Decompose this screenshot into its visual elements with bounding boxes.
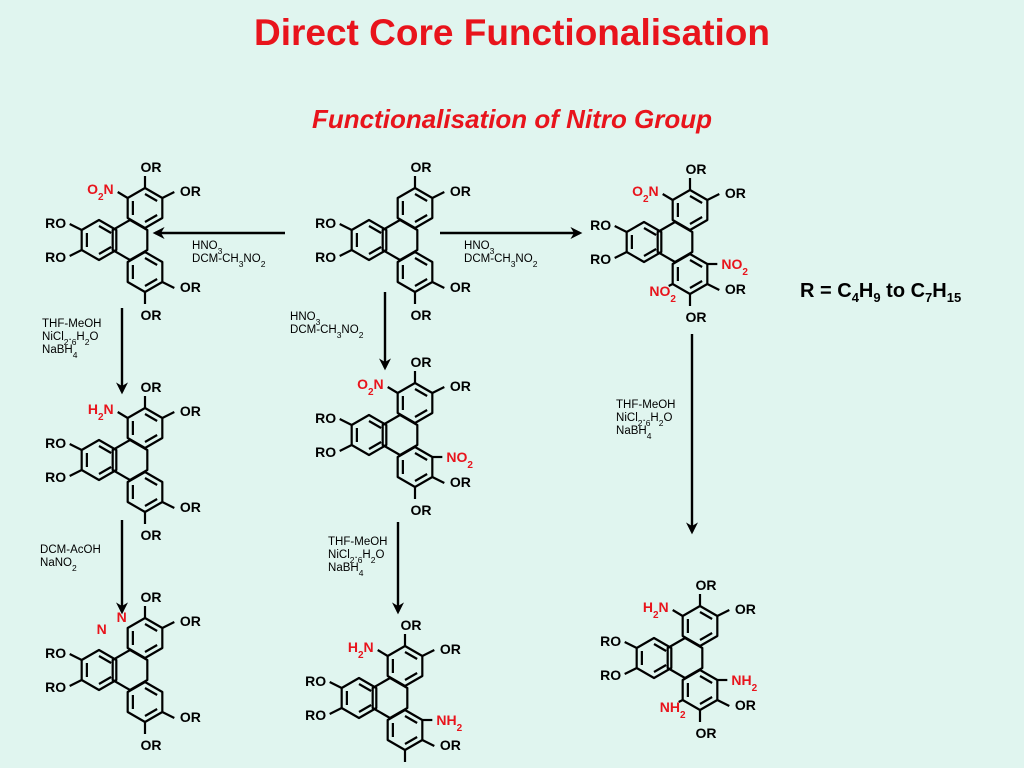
or-label: OR <box>695 725 716 741</box>
amine-label: NH2 <box>731 672 757 694</box>
or-label: OR <box>140 737 161 753</box>
r-group-definition: R = C4H9 to C7H15 <box>800 280 962 305</box>
or-label: OR <box>685 161 706 177</box>
slide-title: Direct Core Functionalisation <box>253 12 770 53</box>
or-label: OR <box>140 379 161 395</box>
or-label: OR <box>410 307 431 323</box>
ring-central <box>371 676 409 720</box>
ring-central <box>381 218 419 262</box>
amine-label: H2N <box>643 599 669 621</box>
reagent-label: THF-MeOH <box>328 536 387 548</box>
molecule-start: OR OR OR OR RO RO <box>315 159 471 323</box>
amine-label: NH2 <box>660 699 686 721</box>
reagent-label: NiCl2.6H2O <box>42 331 98 347</box>
or-label: OR <box>735 697 756 713</box>
or-label: OR <box>725 185 746 201</box>
reagent-label: DCM-CH3NO2 <box>192 253 266 269</box>
slide-subtitle: Functionalisation of Nitro Group <box>311 104 713 134</box>
or-label: OR <box>450 279 471 295</box>
or-label: OR <box>400 617 421 633</box>
nitro-label: O2N <box>632 183 659 205</box>
nitro-label: NO2 <box>649 283 676 305</box>
reagent-label: HNO3 <box>464 240 495 256</box>
or-label: OR <box>180 279 201 295</box>
or-label: OR <box>140 159 161 175</box>
or-label: OR <box>180 403 201 419</box>
ro-label: RO <box>45 215 66 231</box>
or-label: OR <box>725 281 746 297</box>
or-label: OR <box>140 307 161 323</box>
reagent-label: DCM-CH3NO2 <box>290 324 364 340</box>
ro-label: RO <box>45 645 66 661</box>
or-label: OR <box>180 499 201 515</box>
ring-central <box>666 636 704 680</box>
or-label: OR <box>180 709 201 725</box>
reagent-label: NaBH4 <box>328 562 364 578</box>
reagent-label: NaNO2 <box>40 557 77 573</box>
nitrogen-label: N <box>117 609 127 625</box>
ro-label: RO <box>590 251 611 267</box>
or-label: OR <box>410 159 431 175</box>
amine-label: H2N <box>88 401 114 423</box>
reagent-label: NaBH4 <box>616 425 652 441</box>
nitro-label: NO2 <box>721 256 748 278</box>
or-label: OR <box>140 527 161 543</box>
or-label: OR <box>450 378 471 394</box>
or-label: OR <box>440 737 461 753</box>
molecule-triazole: OR OR OR OR RO RO NN <box>45 589 201 753</box>
ro-label: RO <box>315 215 336 231</box>
reagent-label: NiCl2.6H2O <box>616 412 672 428</box>
molecule-di-amine: OR OR OR OR RO RO H2N NH2 <box>305 617 462 768</box>
or-label: OR <box>450 474 471 490</box>
ring-central <box>111 218 149 262</box>
nitro-label: O2N <box>87 181 114 203</box>
ro-label: RO <box>45 249 66 265</box>
ro-label: RO <box>315 410 336 426</box>
molecule-di-nitro: OR OR OR OR RO RO O2N NO2 <box>315 354 473 518</box>
or-label: OR <box>180 183 201 199</box>
reagent-label: DCM-AcOH <box>40 544 101 556</box>
nitro-label: NO2 <box>446 449 473 471</box>
reagent-label: THF-MeOH <box>42 318 101 330</box>
amine-label: H2N <box>348 639 374 661</box>
ro-label: RO <box>590 217 611 233</box>
ro-label: RO <box>305 707 326 723</box>
or-label: OR <box>400 765 421 768</box>
ring-central <box>381 413 419 457</box>
or-label: OR <box>140 589 161 605</box>
amine-label: NH2 <box>436 712 462 734</box>
or-label: OR <box>180 613 201 629</box>
reagent-label: HNO3 <box>192 240 223 256</box>
ro-label: RO <box>45 469 66 485</box>
or-label: OR <box>685 309 706 325</box>
reagent-label: DCM-CH3NO2 <box>464 253 538 269</box>
or-label: OR <box>410 502 431 518</box>
molecule-mono-nitro: OR OR OR OR RO RO O2N <box>45 159 201 323</box>
ro-label: RO <box>315 249 336 265</box>
or-label: OR <box>450 183 471 199</box>
ring-central <box>111 438 149 482</box>
molecule-mono-amine: OR OR OR OR RO RO H2N <box>45 379 201 543</box>
or-label: OR <box>440 641 461 657</box>
reagent-label: HNO3 <box>290 311 321 327</box>
nitrogen-label: N <box>97 621 107 637</box>
or-label: OR <box>695 577 716 593</box>
ro-label: RO <box>45 679 66 695</box>
or-label: OR <box>735 601 756 617</box>
reagent-label: NiCl2.6H2O <box>328 549 384 565</box>
ro-label: RO <box>600 667 621 683</box>
nitro-label: O2N <box>357 376 384 398</box>
ro-label: RO <box>305 673 326 689</box>
ring-central <box>656 220 694 264</box>
reagent-label: NaBH4 <box>42 344 78 360</box>
ring-central <box>111 648 149 692</box>
ro-label: RO <box>315 444 336 460</box>
reagent-label: THF-MeOH <box>616 399 675 411</box>
or-label: OR <box>410 354 431 370</box>
ro-label: RO <box>45 435 66 451</box>
ro-label: RO <box>600 633 621 649</box>
